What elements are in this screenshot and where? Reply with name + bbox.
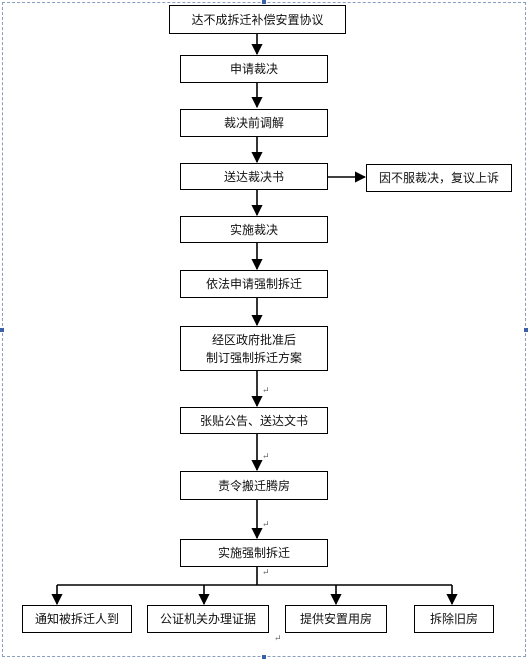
step-deliver-ruling: 送达裁决书 [180, 163, 328, 190]
return-mark: ↵ [274, 634, 282, 644]
step-forced-demolition: 实施强制拆迁 [180, 539, 328, 567]
approval-line-2: 制订强制拆迁方案 [205, 350, 302, 365]
resize-handle-bottom[interactable] [262, 655, 266, 659]
final-demolish-old: 拆除旧房 [414, 605, 494, 633]
step-enforce-ruling: 实施裁决 [180, 216, 328, 243]
return-mark: ↵ [262, 520, 270, 530]
resize-handle-left[interactable] [0, 328, 4, 332]
return-mark: ↵ [262, 452, 270, 462]
final-provide-housing: 提供安置用房 [285, 605, 387, 633]
final-notary-evidence: 公证机关办理证据 [147, 605, 269, 633]
resize-handle-top[interactable] [262, 0, 266, 4]
final-notify-resident: 通知被拆迁人到 [22, 605, 132, 633]
step-apply-forced-demolition: 依法申请强制拆迁 [180, 270, 328, 298]
step-no-agreement: 达不成拆迁补偿安置协议 [169, 5, 346, 34]
step-post-notice: 张贴公告、送达文书 [180, 407, 328, 434]
return-mark: ↵ [262, 568, 270, 578]
step-order-vacate: 责令搬迁腾房 [180, 471, 328, 500]
step-appeal: 因不服裁决，复议上诉 [366, 164, 512, 192]
step-pre-ruling-mediation: 裁决前调解 [180, 109, 328, 137]
step-apply-ruling: 申请裁决 [180, 55, 328, 83]
step-district-approval: 经区政府批准后 制订强制拆迁方案 [180, 326, 328, 371]
resize-handle-right[interactable] [524, 328, 528, 332]
return-mark: ↵ [262, 386, 270, 396]
approval-line-1: 经区政府批准后 [211, 332, 296, 347]
